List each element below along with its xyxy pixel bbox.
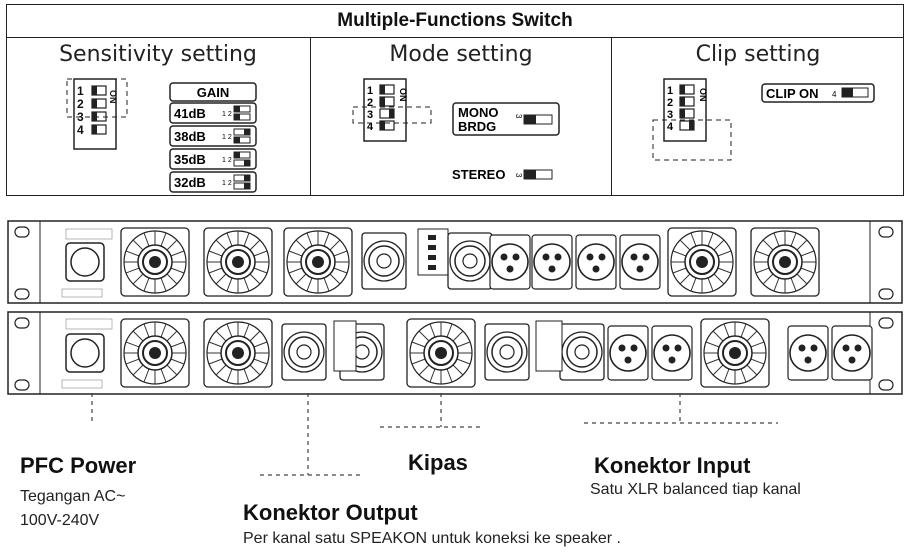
svg-text:4: 4 [832, 90, 837, 99]
gain-41db: 41dB [174, 106, 206, 121]
clip-on-label: CLIP ON [766, 86, 819, 101]
svg-text:3: 3 [514, 173, 523, 178]
switch-panel [6, 4, 904, 196]
pfc-power-title: PFC Power [20, 453, 137, 478]
brdg-label: BRDG [458, 119, 496, 134]
mode-stereo: STEREO 3 [452, 167, 553, 182]
clip-title: Clip setting [695, 42, 821, 67]
amplifier-rear-panel-2 [7, 311, 903, 395]
sensitivity-title: Sensitivity setting [59, 42, 257, 67]
gain-table: GAIN 41dB 38dB 35dB 32dB 1 2 1 2 1 2 1 2 [169, 82, 257, 193]
svg-text:3: 3 [514, 114, 523, 119]
dip-switch-clip: 12 34 ON [652, 78, 732, 161]
clip-on-indicator: CLIP ON 4 [761, 83, 875, 103]
dip-switch-sensitivity: 1 2 3 4 ON [66, 78, 128, 150]
pfc-voltage-line2: 100V-240V [20, 512, 100, 529]
svg-text:1 2: 1 2 [222, 134, 232, 141]
callout-leaders [91, 393, 778, 476]
switch-pos-1: 1 [77, 84, 84, 98]
dip-switch-mode: 12 34 ON [352, 78, 432, 142]
svg-text:1: 1 [667, 85, 673, 97]
svg-text:1: 1 [367, 85, 373, 97]
svg-text:4: 4 [667, 121, 674, 133]
svg-text:2: 2 [667, 97, 673, 109]
svg-text:ON: ON [398, 88, 408, 102]
output-connector-title: Konektor Output [243, 500, 418, 525]
gain-32db: 32dB [174, 175, 206, 190]
svg-text:1 2: 1 2 [222, 111, 232, 118]
mode-mono-brdg: MONO BRDG 3 [452, 102, 560, 136]
svg-text:3: 3 [367, 109, 373, 121]
svg-text:4: 4 [367, 121, 374, 133]
gain-38db: 38dB [174, 129, 206, 144]
svg-text:3: 3 [667, 109, 673, 121]
section-divider [611, 38, 612, 196]
gain-35db: 35dB [174, 152, 206, 167]
section-divider [310, 38, 311, 196]
svg-text:1 2: 1 2 [222, 157, 232, 164]
mono-label: MONO [458, 105, 498, 120]
gain-heading: GAIN [197, 85, 230, 100]
output-connector-desc: Per kanal satu SPEAKON untuk koneksi ke … [243, 530, 621, 547]
amplifier-rear-panel-1 [7, 220, 903, 304]
mode-title: Mode setting [389, 42, 533, 67]
input-connector-desc: Satu XLR balanced tiap kanal [590, 481, 801, 498]
pfc-voltage-line1: Tegangan AC~ [20, 488, 126, 505]
stereo-label: STEREO [452, 167, 505, 182]
on-label: ON [108, 90, 118, 104]
rack-panels [7, 220, 903, 395]
svg-text:1 2: 1 2 [222, 180, 232, 187]
fan-title: Kipas [408, 450, 468, 475]
panel-title: Multiple-Functions Switch [6, 4, 904, 38]
input-connector-title: Konektor Input [594, 453, 751, 478]
switch-pos-2: 2 [77, 97, 84, 111]
switch-pos-4: 4 [77, 123, 84, 137]
svg-text:2: 2 [367, 97, 373, 109]
svg-text:ON: ON [698, 88, 708, 102]
